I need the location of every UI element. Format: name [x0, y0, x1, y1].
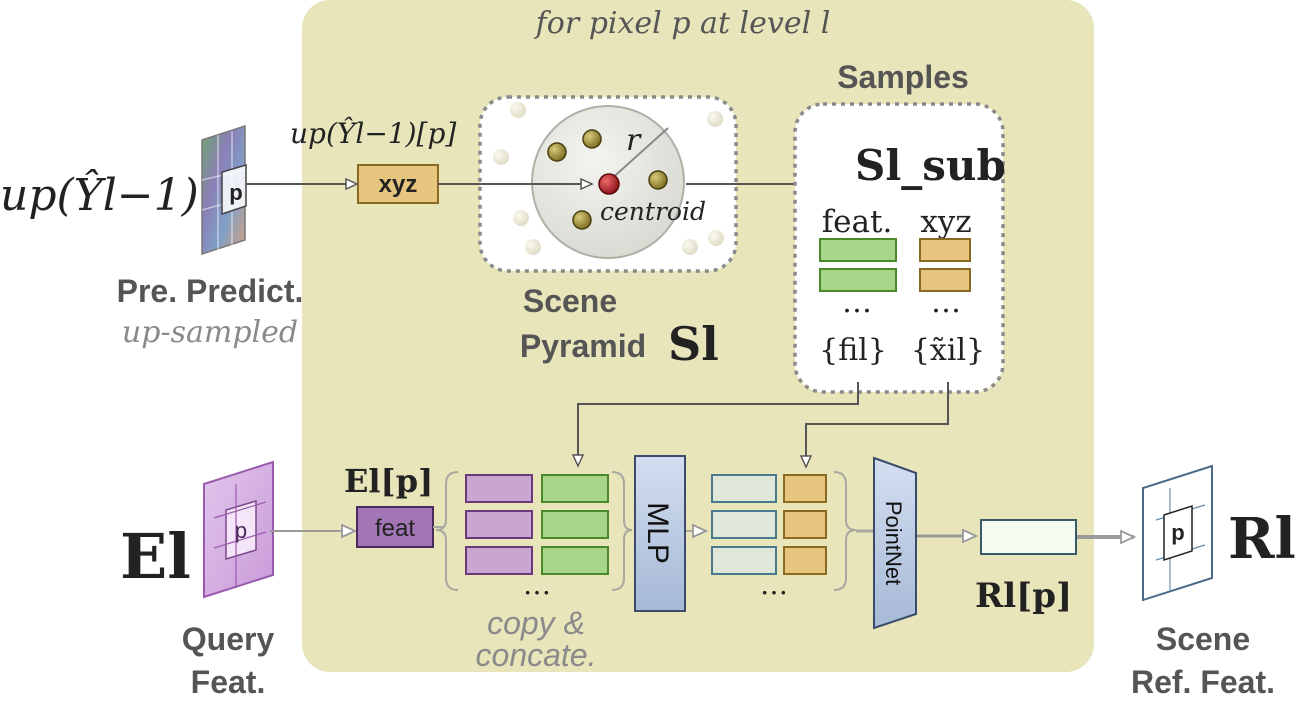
concat-purple-1 [465, 474, 533, 503]
scene-symbol: Sl [668, 317, 719, 371]
copy-label-2: concate. [476, 637, 597, 673]
mlp-out-teal-3 [711, 546, 777, 575]
upY-label: up(Ŷl−1) [0, 168, 199, 221]
feat-box-label: feat [375, 515, 415, 542]
query-title-1: Query [182, 621, 275, 657]
concat-green-3 [541, 546, 609, 575]
concat-green-1 [541, 474, 609, 503]
sample-xyz-row-1 [919, 238, 971, 262]
pointnet-label: PointNet [881, 501, 906, 585]
samples-symbol: Sl_sub [855, 141, 1006, 190]
up-sampled-label: up-sampled [122, 315, 298, 350]
pre-pixel-label: p [229, 180, 242, 205]
set-feat-label: {fil} [819, 333, 887, 368]
sample-xyz-ellipsis: … [931, 285, 961, 320]
scene-title-2: Pyramid [520, 328, 646, 364]
xyz-box [357, 164, 439, 204]
sample-feat-row-2 [819, 268, 897, 292]
pale-points [493, 102, 724, 255]
arrow-feat-to-concat [578, 382, 859, 466]
copy-label-1: copy & [487, 605, 585, 641]
query-pixel-label: p [235, 518, 247, 543]
samples-box [793, 102, 1005, 394]
pointnet-block [873, 456, 917, 630]
upYp-label: up(Ŷl−1)[p] [290, 117, 456, 150]
concat-purple-3 [465, 546, 533, 575]
mlp-out-teal-1 [711, 474, 777, 503]
samples-title: Samples [837, 59, 969, 95]
sample-feat-row-1 [819, 238, 897, 262]
mlp-out-xyz-2 [783, 510, 827, 539]
xyz-box-label: xyz [379, 171, 418, 198]
output-title-2: Ref. Feat. [1131, 664, 1275, 700]
radius-line [607, 127, 669, 183]
concat-ellipsis: … [523, 568, 551, 601]
scene-title-1: Scene [523, 283, 617, 319]
rp-box [980, 519, 1077, 555]
output-pixel-label: p [1171, 520, 1184, 545]
arrow-xyz-to-pointnet-input [806, 382, 949, 467]
output-title-1: Scene [1156, 621, 1250, 657]
centroid-label: centroid [600, 197, 706, 226]
concat-brace-left [435, 471, 459, 591]
output-symbol: Rl [1228, 506, 1296, 572]
concat-purple-2 [465, 510, 533, 539]
mlp-out-teal-2 [711, 510, 777, 539]
feat-box [356, 506, 434, 548]
sample-xyz-row-2 [919, 268, 971, 292]
mlp-out-xyz-3 [783, 546, 827, 575]
ep-label: El[p] [344, 462, 433, 500]
centroid-point [598, 173, 620, 195]
concat-green-2 [541, 510, 609, 539]
radius-label: r [626, 123, 642, 158]
pre-predict-plane [201, 124, 247, 256]
pre-predict-title: Pre. Predict. [117, 273, 304, 309]
set-xyz-label: {x̃il} [911, 333, 985, 368]
xyz-header: xyz [920, 204, 971, 240]
mlp-block [634, 455, 686, 612]
feat-header: feat. [822, 204, 893, 240]
neighbor-points [547, 129, 668, 230]
header-caption: for pixel p at level l [534, 6, 831, 41]
sample-feat-ellipsis: … [842, 285, 872, 320]
mlp-label: MLP [641, 502, 674, 564]
mlp-out-xyz-1 [783, 474, 827, 503]
query-title-2: Feat. [191, 664, 266, 700]
rp-label: Rl[p] [975, 576, 1072, 616]
concat-brace-right [611, 471, 633, 591]
output-plane [1142, 464, 1213, 602]
mlp-out-ellipsis: … [760, 568, 788, 601]
query-plane [203, 460, 274, 599]
query-symbol: El [120, 520, 191, 593]
